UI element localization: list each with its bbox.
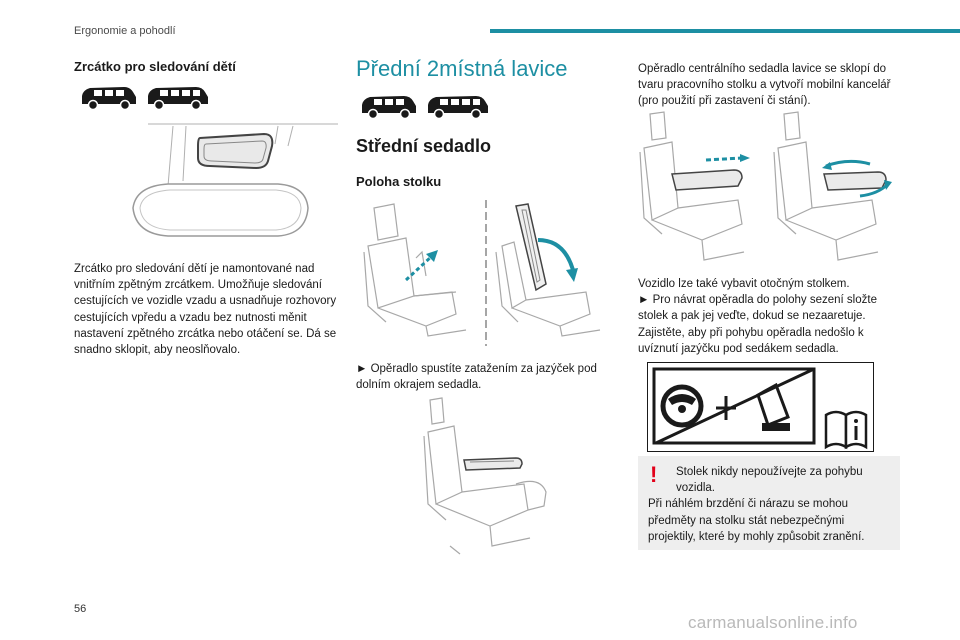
section-header: Ergonomie a pohodlí (74, 25, 176, 37)
return-instruction: ► Pro návrat opěradla do polohy sezení s… (638, 294, 877, 323)
seat-release-illustration (356, 196, 616, 351)
table-position-heading: Poloha stolku (356, 174, 442, 189)
warning-note: ! Stolek nikdy nepoužívejte za pohybu vo… (638, 456, 900, 550)
child-mirror-title: Zrcátko pro sledování dětí (74, 59, 236, 74)
middle-seat-subtitle: Střední sedadlo (356, 136, 492, 156)
column-left: Zrcátko pro sledování dětí (74, 56, 339, 74)
mirror-illustration (128, 116, 338, 256)
airbag-warning-pictogram (647, 362, 874, 452)
watermark: carmanualsonline.info (688, 613, 858, 632)
warning-icon: ! (650, 462, 658, 487)
header-accent-bar (490, 29, 960, 33)
swivel-table-paragraph: Vozidlo lze také vybavit otočným stolkem… (638, 278, 850, 290)
page-number: 56 (74, 603, 87, 615)
van-short-icon (80, 84, 138, 115)
warning-line2: Při náhlém brzdění či nárazu se mohou př… (648, 498, 865, 543)
table-intro: Opěradlo centrálního sedadla lavice se s… (638, 63, 891, 108)
manual-info-icon (824, 410, 868, 450)
airbag-forbidden-icon (652, 367, 868, 450)
check-instruction: Zajistěte, aby při pohybu opěradla nedoš… (638, 326, 864, 355)
swivel-table-illustration (638, 108, 908, 273)
van-short-icon (360, 93, 418, 124)
van-long-icon (146, 84, 210, 115)
warning-line1: Stolek nikdy nepoužívejte za pohybu vozi… (676, 466, 863, 495)
swivel-table-text: Vozidlo lze také vybavit otočným stolkem… (638, 276, 900, 357)
release-instruction: ► Opěradlo spustíte zatažením za jazýček… (356, 363, 597, 392)
seat-table-illustration (420, 396, 560, 561)
van-long-icon (426, 93, 490, 124)
child-mirror-paragraph: Zrcátko pro sledování dětí je namontovan… (74, 263, 337, 357)
front-bench-title: Přední 2místná lavice (356, 56, 568, 81)
